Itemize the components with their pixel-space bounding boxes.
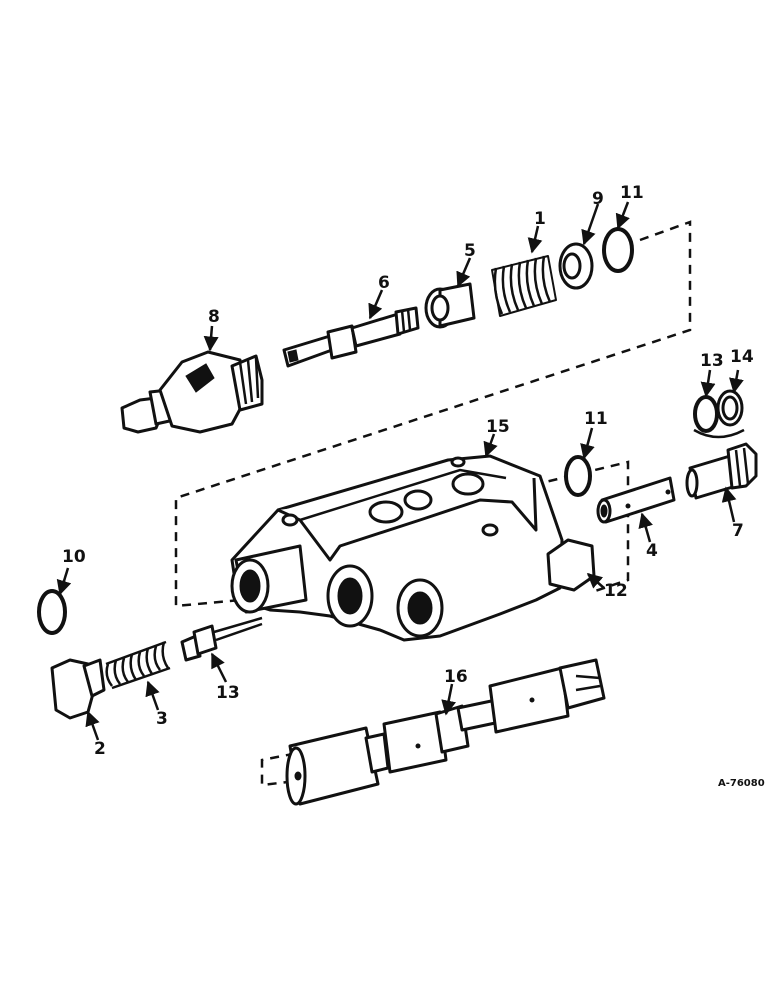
part-13-needle [180, 616, 263, 662]
callout-10: 10 [62, 547, 86, 567]
callout-14: 13 [700, 351, 724, 371]
callout-17: 16 [444, 667, 468, 687]
callout-11-upper: 11 [620, 183, 644, 203]
callout-7: 7 [732, 521, 744, 541]
callout-5: 5 [464, 241, 476, 261]
part-10-o-ring [37, 589, 67, 635]
callout-13: 13 [216, 683, 240, 703]
part-6-valve-stem [282, 306, 420, 368]
part-14-ring [693, 395, 719, 433]
part-17-spool [285, 658, 606, 806]
part-2-plug [50, 658, 106, 720]
part-11-o-ring-upper [602, 227, 634, 273]
callout-4: 4 [646, 541, 658, 561]
callout-6: 6 [378, 273, 390, 293]
part-16-valve-body [230, 454, 596, 642]
leader-lines [56, 201, 744, 741]
callout-3: 3 [156, 709, 168, 729]
part-15-ring [716, 389, 744, 427]
part-7-plug [685, 442, 758, 500]
callout-16: 15 [486, 417, 510, 437]
callout-12: 12 [604, 581, 628, 601]
callout-8: 8 [208, 307, 220, 327]
callout-9: 9 [592, 189, 604, 209]
part-11-o-ring-middle [564, 455, 592, 497]
callout-15: 14 [730, 347, 754, 367]
bracket-14-15 [693, 428, 745, 439]
part-9-seat [558, 242, 594, 290]
callout-labels: 1 9 11 5 6 8 13 14 11 15 7 4 12 10 2 3 1… [62, 183, 765, 789]
part-4-sleeve [596, 476, 676, 524]
part-5-spring-seat [424, 282, 476, 329]
callout-1: 1 [534, 209, 546, 229]
part-8-relief-valve-cap [120, 350, 264, 434]
part-3-spring [105, 640, 171, 690]
callout-2: 2 [94, 739, 106, 759]
callout-11-middle: 11 [584, 409, 608, 429]
part-1-spring [491, 255, 557, 317]
figure-reference: A-76080 [718, 778, 765, 789]
